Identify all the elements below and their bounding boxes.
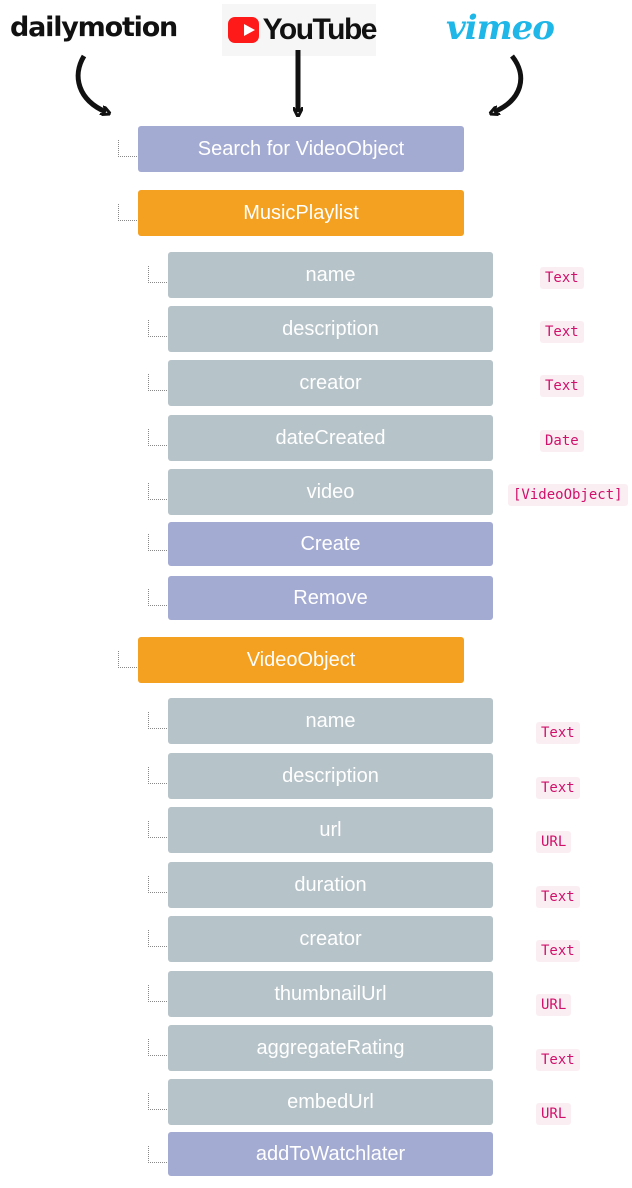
type-badge: Text [536, 722, 580, 744]
curved-arrow-left [75, 54, 106, 112]
videoobject-property-name: name [168, 698, 493, 744]
musicplaylist-header: MusicPlaylist [138, 190, 464, 236]
videoobject-property-url: url [168, 807, 493, 853]
tree-connector [148, 821, 167, 838]
dailymotion-logo: dailymotion [10, 12, 178, 43]
tree-connector [148, 589, 167, 606]
musicplaylist-property-description: description [168, 306, 493, 352]
tree-connector [148, 429, 167, 446]
type-badge: Text [540, 267, 584, 289]
videoobject-property-embedurl: embedUrl [168, 1079, 493, 1125]
videoobject-property-description: description [168, 753, 493, 799]
musicplaylist-property-creator: creator [168, 360, 493, 406]
tree-connector [118, 651, 137, 668]
tree-connector [148, 1146, 167, 1163]
videoobject-property-creator: creator [168, 916, 493, 962]
type-badge: Text [536, 940, 580, 962]
type-badge: Text [540, 375, 584, 397]
musicplaylist-property-datecreated: dateCreated [168, 415, 493, 461]
tree-connector [148, 534, 167, 551]
tree-connector [148, 767, 167, 784]
curved-arrow-right [494, 54, 524, 112]
type-badge: Text [536, 886, 580, 908]
tree-connector [148, 320, 167, 337]
tree-connector [148, 930, 167, 947]
tree-connector [148, 1039, 167, 1056]
tree-connector [148, 712, 167, 729]
tree-connector [148, 1093, 167, 1110]
vimeo-logo: vimeo [446, 8, 555, 48]
tree-connector [148, 876, 167, 893]
tree-connector [118, 140, 137, 157]
tree-connector [118, 204, 137, 221]
youtube-play-icon [228, 17, 259, 43]
tree-connector [148, 374, 167, 391]
tree-connector [148, 985, 167, 1002]
type-badge: URL [536, 994, 572, 1016]
youtube-logo-text: YouTube [262, 13, 378, 46]
videoobject-property-aggregaterating: aggregateRating [168, 1025, 493, 1071]
tree-connector [148, 483, 167, 500]
videoobject-property-thumbnailurl: thumbnailUrl [168, 971, 493, 1017]
videoobject-property-duration: duration [168, 862, 493, 908]
youtube-logo: YouTube [222, 4, 378, 56]
type-badge: Text [536, 1049, 580, 1071]
type-badge: Text [536, 777, 580, 799]
type-badge: Date [540, 430, 584, 452]
musicplaylist-property-name: name [168, 252, 493, 298]
videoobject-header: VideoObject [138, 637, 464, 683]
musicplaylist-property-video: video [168, 469, 493, 515]
create-button[interactable]: Create [168, 522, 493, 566]
type-badge: Text [540, 321, 584, 343]
type-badge: URL [536, 1103, 572, 1125]
type-badge: [VideoObject] [508, 484, 628, 506]
add-to-watchlater-button[interactable]: addToWatchlater [168, 1132, 493, 1176]
remove-button[interactable]: Remove [168, 576, 493, 620]
search-videoobject-button[interactable]: Search for VideoObject [138, 126, 464, 172]
tree-connector [148, 266, 167, 283]
type-badge: URL [536, 831, 572, 853]
